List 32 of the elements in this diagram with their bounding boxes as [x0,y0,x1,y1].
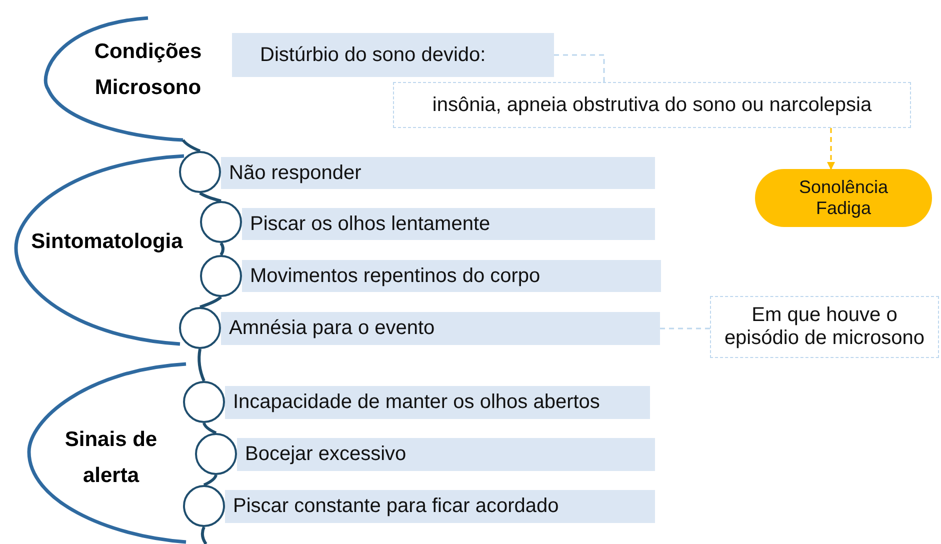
note-box: insônia, apneia obstrutiva do sono ou narcolepsia [393,82,911,128]
bullet-circle [200,201,242,243]
section-heading: Condições Microsono [93,39,203,101]
list-item-bar: Movimentos repentinos do corpo [242,260,661,292]
bullet-circle [183,381,225,423]
section-heading: Sintomatologia [30,229,184,255]
connector-line [220,242,224,256]
bullet-circle [195,433,237,475]
section-heading: Sinais de alerta [64,427,158,489]
list-item-bar: Piscar constante para ficar acordado [225,490,655,523]
connector-line [200,296,222,308]
list-item-bar: Incapacidade de manter os olhos abertos [225,386,650,419]
result-pill: Sonolência Fadiga [755,169,932,227]
arrow [827,128,835,170]
list-item-bar: Distúrbio do sono devido: [232,33,554,77]
list-item-bar: Bocejar excessivo [237,438,655,471]
bullet-circle [183,485,225,527]
connector-line [203,474,218,486]
bullet-circle [179,151,221,193]
connector-line [182,139,201,152]
connector-line [660,328,710,330]
connector-line [200,526,208,544]
connector-line [198,348,206,382]
connector-line [202,422,217,434]
note-box: Em que houve o episódio de microsono [710,296,939,358]
list-item-bar: Não responder [221,157,655,189]
connector-line [554,54,605,82]
list-item-bar: Amnésia para o evento [221,312,660,345]
list-item-bar: Piscar os olhos lentamente [242,208,655,240]
connector-line [199,192,222,202]
bullet-circle [179,307,221,349]
bullet-circle [200,255,242,297]
